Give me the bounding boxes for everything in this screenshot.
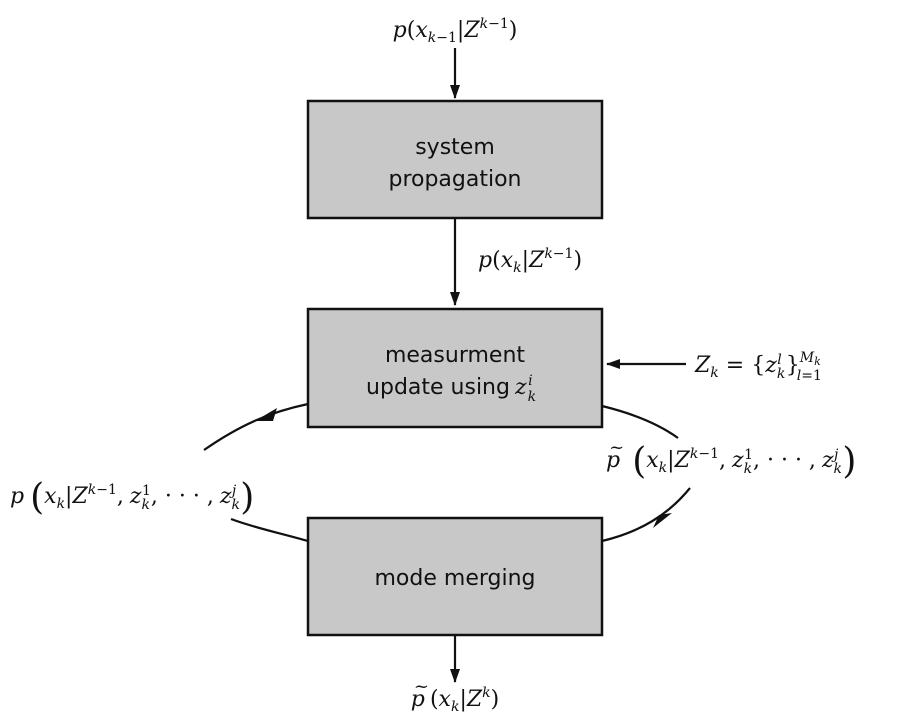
measurement-symbol: zki: [514, 373, 536, 405]
system-propagation-line1: system: [415, 135, 495, 160]
output-posterior-label: p~(xk|Zk): [411, 676, 499, 715]
system-propagation-line2: propagation: [388, 167, 521, 192]
predicted-density-label: p(xk|Zk−1): [478, 246, 582, 276]
right-loop-arrowhead: [653, 513, 672, 528]
system-propagation-node: system propagation: [306, 99, 604, 220]
mode-merging-node: mode merging: [306, 516, 604, 637]
input-prior-label: p(xk−1|Zk−1): [393, 16, 518, 46]
left-loop-upper-arc: [203, 402, 309, 451]
left-loop-lower-arc: [230, 517, 309, 543]
measurement-update-line2: update using: [366, 375, 510, 400]
left-loop-label: p(xk|Zk−1,zk1, · · · ,zkj): [10, 477, 254, 518]
right-loop-label: p~(xk|Zk−1,zk1, · · · ,zkj): [606, 437, 856, 482]
right-loop-upper-arc: [601, 404, 679, 439]
right-loop-lower-arc: [601, 487, 691, 543]
left-loop-arrowhead: [255, 408, 277, 421]
mode-merging-label: mode merging: [375, 566, 536, 591]
measurement-update-line1: measurment: [385, 343, 525, 368]
measurement-update-node: measurment update using zki: [306, 307, 604, 429]
